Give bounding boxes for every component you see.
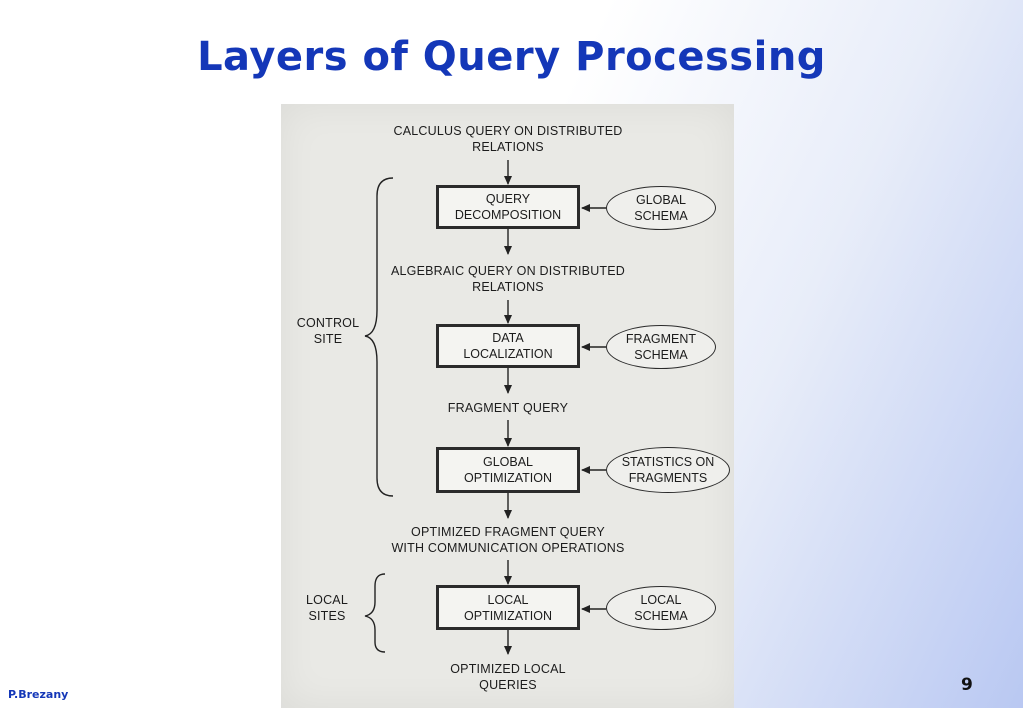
control-site-brace xyxy=(364,177,394,497)
local-opt-line-1: LOCAL xyxy=(487,592,529,607)
fragment-query-line-1: FRAGMENT QUERY xyxy=(447,401,569,415)
diagram-connectors xyxy=(364,160,606,655)
global-optimization-box: GLOBAL OPTIMIZATION xyxy=(436,447,580,493)
optimized-local-queries-label: OPTIMIZED LOCAL QUERIES xyxy=(408,661,608,693)
optimized-fragment-query-label: OPTIMIZED FRAGMENT QUERY WITH COMMUNICAT… xyxy=(358,524,658,556)
decomposition-line-1: QUERY xyxy=(485,192,531,206)
local-schema-line-1: LOCAL xyxy=(640,593,682,607)
global-schema-line-1: GLOBAL xyxy=(635,193,686,207)
slide-title: Layers of Query Processing xyxy=(197,34,826,80)
query-decomposition-box: QUERY DECOMPOSITION xyxy=(436,185,580,229)
algebraic-query-line-2: RELATIONS xyxy=(472,280,544,294)
fragment-schema-line-2: SCHEMA xyxy=(634,348,688,362)
statistics-line-1: STATISTICS ON xyxy=(621,455,715,469)
local-sites-label: LOCAL SITES xyxy=(291,592,363,624)
global-opt-line-1: GLOBAL xyxy=(482,455,534,469)
local-schema-line-2: SCHEMA xyxy=(634,609,688,623)
algebraic-query-label: ALGEBRAIC QUERY ON DISTRIBUTED RELATIONS xyxy=(358,263,658,295)
diagram-scan: CALCULUS QUERY ON DISTRIBUTED RELATIONS … xyxy=(281,104,734,708)
localization-line-2: LOCALIZATION xyxy=(463,347,553,361)
fragment-query-label: FRAGMENT QUERY xyxy=(408,400,608,416)
local-opt-line-2: OPTIMIZATION xyxy=(464,608,552,623)
optimized-local-line-1: OPTIMIZED LOCAL xyxy=(450,662,566,676)
decomposition-line-2: DECOMPOSITION xyxy=(454,208,562,222)
author-footer: P.Brezany xyxy=(8,688,69,701)
control-site-line-1: CONTROL xyxy=(296,316,360,330)
fragment-schema-ellipse: FRAGMENT SCHEMA xyxy=(606,325,716,369)
data-localization-box: DATA LOCALIZATION xyxy=(436,324,580,368)
local-sites-line-1: LOCAL xyxy=(306,593,348,607)
control-site-label: CONTROL SITE xyxy=(287,315,369,347)
global-opt-line-2: OPTIMIZATION xyxy=(464,471,552,485)
fragment-schema-line-1: FRAGMENT xyxy=(625,332,697,346)
optimized-fragment-line-2: WITH COMMUNICATION OPERATIONS xyxy=(391,541,625,555)
optimized-local-line-2: QUERIES xyxy=(479,678,537,692)
statistics-on-fragments-ellipse: STATISTICS ON FRAGMENTS xyxy=(606,447,730,493)
algebraic-query-line-1: ALGEBRAIC QUERY ON DISTRIBUTED xyxy=(390,264,626,278)
local-sites-line-2: SITES xyxy=(308,609,346,623)
calculus-query-label: CALCULUS QUERY ON DISTRIBUTED RELATIONS xyxy=(368,123,648,155)
global-schema-ellipse: GLOBAL SCHEMA xyxy=(606,186,716,230)
local-optimization-box: LOCAL OPTIMIZATION xyxy=(436,585,580,630)
calculus-query-line-2: RELATIONS xyxy=(472,140,544,154)
optimized-fragment-line-1: OPTIMIZED FRAGMENT QUERY xyxy=(411,525,605,539)
page-number: 9 xyxy=(961,675,973,695)
control-site-line-2: SITE xyxy=(313,332,343,346)
local-sites-brace xyxy=(364,573,386,653)
local-schema-ellipse: LOCAL SCHEMA xyxy=(606,586,716,630)
localization-line-1: DATA xyxy=(492,331,524,345)
calculus-query-line-1: CALCULUS QUERY ON DISTRIBUTED xyxy=(393,124,623,138)
global-schema-line-2: SCHEMA xyxy=(634,209,688,223)
statistics-line-2: FRAGMENTS xyxy=(628,471,708,485)
